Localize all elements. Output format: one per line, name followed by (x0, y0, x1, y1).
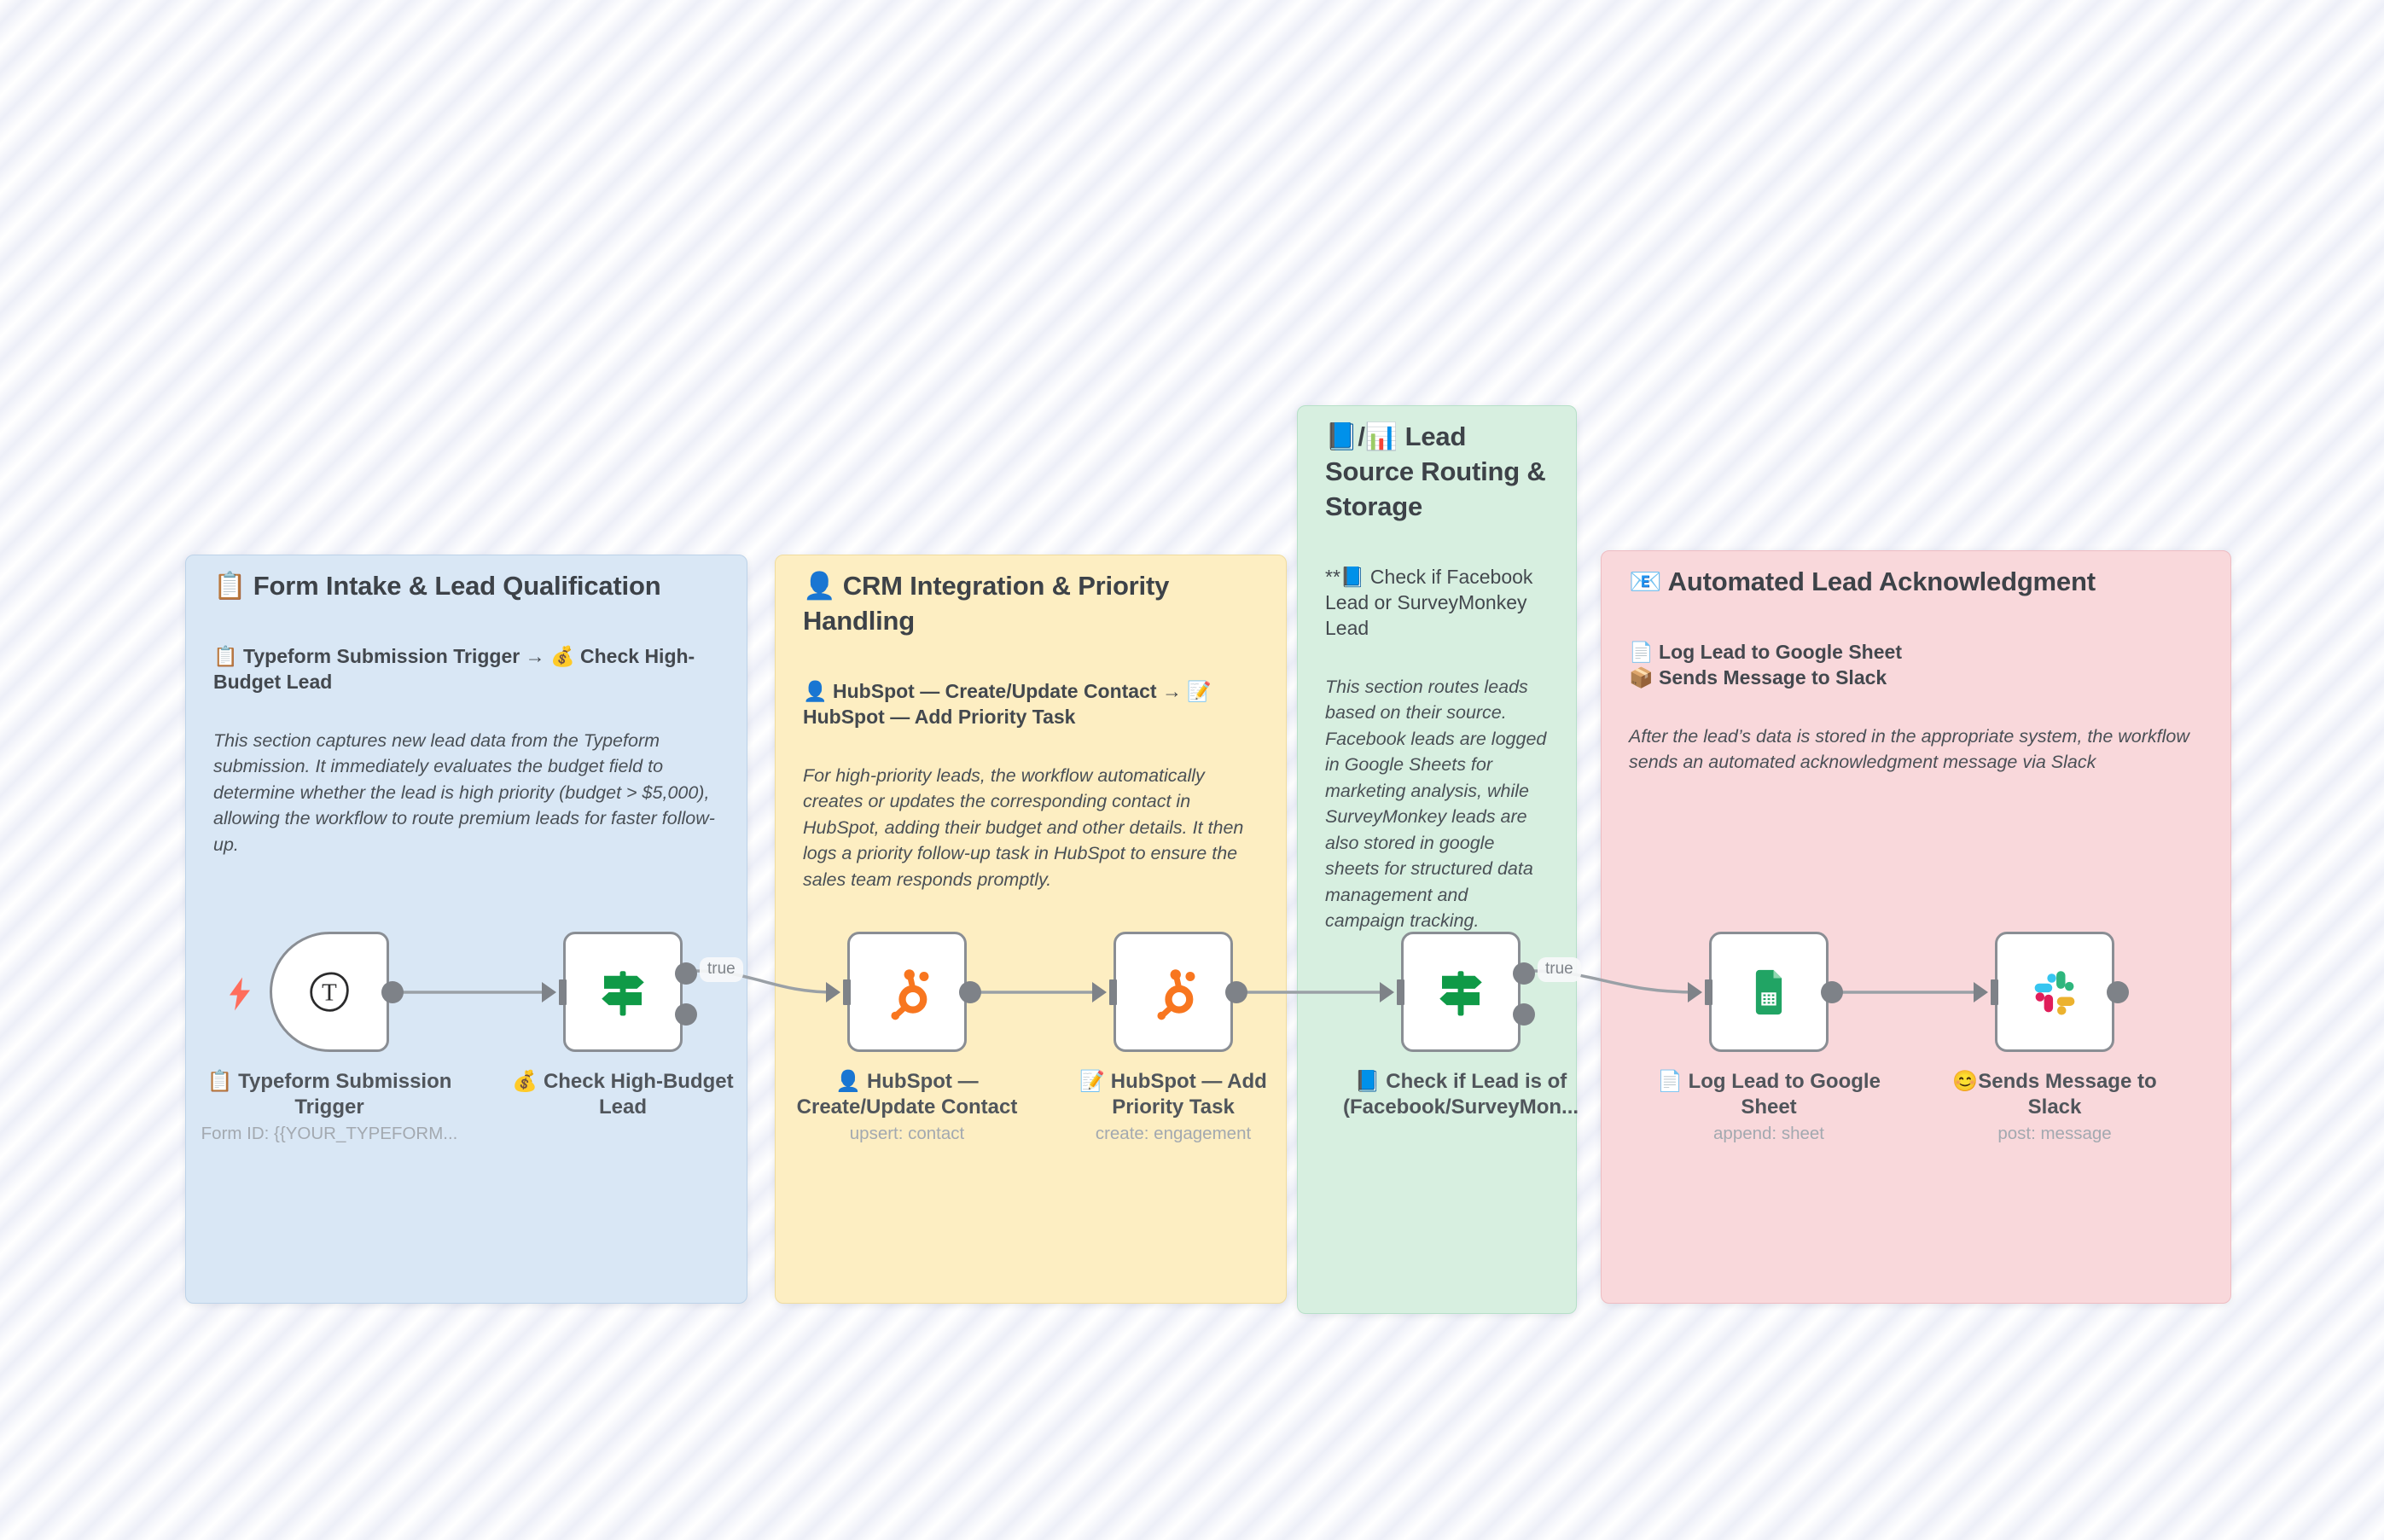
node-check-high-budget-lead[interactable]: 💰 Check High-Budget Lead (512, 932, 734, 1119)
sticky-flow-summary: 📄 Log Lead to Google Sheet 📦 Sends Messa… (1629, 639, 2203, 691)
sticky-description: For high-priority leads, the workflow au… (803, 764, 1244, 890)
sticky-description: After the lead’s data is stored in the a… (1629, 725, 2189, 773)
node-typeform-submission-trigger[interactable]: T 📋 Typeform Submission Trigger Form ID:… (201, 932, 457, 1143)
input-port[interactable] (1991, 979, 1998, 1005)
node-box[interactable] (1109, 932, 1247, 1052)
output-port[interactable] (959, 980, 981, 1003)
node-hubspot-add-priority-task[interactable]: 📝 HubSpot — Add Priority Task create: en… (1079, 932, 1267, 1143)
output-port[interactable] (1821, 980, 1843, 1003)
node-sublabel: upsert: contact (849, 1124, 965, 1143)
input-port[interactable] (1705, 979, 1712, 1005)
output-port[interactable] (1225, 980, 1247, 1003)
node-box[interactable] (1705, 932, 1843, 1052)
svg-text:T: T (322, 979, 337, 1006)
sticky-note-crm-integration[interactable]: 👤 CRM Integration & Priority Handling 👤 … (775, 555, 1287, 1304)
sticky-title: 📘/📊 Lead Source Routing & Storage (1325, 421, 1546, 521)
node-box[interactable]: T (270, 932, 404, 1052)
connection-label-true-source: true (1538, 957, 1581, 982)
hubspot-icon (891, 968, 929, 1020)
node-log-lead-to-google-sheet[interactable]: 📄 Log Lead to Google Sheet append: sheet (1657, 932, 1881, 1143)
node-label: 📋 Typeform Submission Trigger (206, 1070, 452, 1119)
sticky-flow-summary: **📘 Check if Facebook Lead or SurveyMonk… (1325, 565, 1533, 640)
output-port-false[interactable] (675, 1003, 697, 1026)
slack-icon (2034, 970, 2075, 1015)
node-sublabel: Form ID: {{YOUR_TYPEFORM... (201, 1124, 458, 1143)
node-label: 😊Sends Message to Slack (1952, 1070, 2157, 1119)
node-sublabel: create: engagement (1095, 1124, 1252, 1143)
sticky-note-form-intake[interactable]: 📋 Form Intake & Lead Qualification 📋 Typ… (185, 555, 747, 1304)
sticky-description: This section routes leads based on their… (1325, 676, 1547, 932)
sticky-note-lead-acknowledgment[interactable]: 📧 Automated Lead Acknowledgment 📄 Log Le… (1601, 550, 2231, 1304)
node-sends-message-to-slack[interactable]: 😊Sends Message to Slack post: message (1952, 932, 2157, 1143)
trigger-lightning-icon[interactable] (224, 976, 256, 1012)
node-label: 📄 Log Lead to Google Sheet (1657, 1070, 1881, 1119)
node-box[interactable] (1397, 932, 1535, 1052)
node-hubspot-create-update-contact[interactable]: 👤 HubSpot — Create/Update Contact upsert… (797, 932, 1017, 1143)
output-port-true[interactable] (675, 962, 697, 985)
connection-label-true-budget: true (700, 957, 743, 982)
node-box[interactable] (559, 932, 697, 1052)
signpost-icon (602, 970, 644, 1015)
node-box[interactable] (843, 932, 981, 1052)
sticky-note-lead-source-routing[interactable]: 📘/📊 Lead Source Routing & Storage **📘 Ch… (1297, 405, 1577, 1314)
node-check-lead-source[interactable]: 📘 Check if Lead is of (Facebook/SurveyMo… (1343, 932, 1579, 1119)
node-sublabel: append: sheet (1713, 1124, 1824, 1143)
node-label: 📝 HubSpot — Add Priority Task (1079, 1070, 1267, 1119)
google-sheets-icon (1755, 969, 1782, 1014)
sticky-title: 📋 Form Intake & Lead Qualification (213, 571, 661, 601)
node-sublabel: post: message (1997, 1124, 2112, 1143)
input-port[interactable] (1109, 979, 1117, 1005)
input-port[interactable] (559, 979, 567, 1005)
node-label: 💰 Check High-Budget Lead (512, 1070, 734, 1119)
sticky-description: This section captures new lead data from… (213, 729, 715, 855)
node-label: 📘 Check if Lead is of (Facebook/SurveyMo… (1342, 1070, 1579, 1119)
sticky-flow-line-1: 📄 Log Lead to Google Sheet (1629, 640, 1902, 663)
node-label: 👤 HubSpot — Create/Update Contact (796, 1070, 1018, 1119)
sticky-flow-line-2: 📦 Sends Message to Slack (1629, 666, 1887, 689)
sticky-flow-summary: 👤 HubSpot — Create/Update Contact → 📝 Hu… (803, 679, 1212, 729)
output-port-true[interactable] (1513, 962, 1535, 985)
typeform-icon: T (310, 972, 349, 1012)
output-port[interactable] (381, 980, 404, 1003)
sticky-title: 👤 CRM Integration & Priority Handling (803, 571, 1170, 636)
output-port-false[interactable] (1513, 1003, 1535, 1026)
signpost-icon (1439, 970, 1482, 1015)
input-port[interactable] (843, 979, 851, 1005)
node-box[interactable] (1991, 932, 2129, 1052)
sticky-title: 📧 Automated Lead Acknowledgment (1629, 567, 2096, 596)
hubspot-icon (1157, 968, 1195, 1020)
input-port[interactable] (1397, 979, 1404, 1005)
sticky-flow-summary: 📋 Typeform Submission Trigger → 💰 Check … (213, 644, 695, 694)
output-port[interactable] (2107, 980, 2129, 1003)
